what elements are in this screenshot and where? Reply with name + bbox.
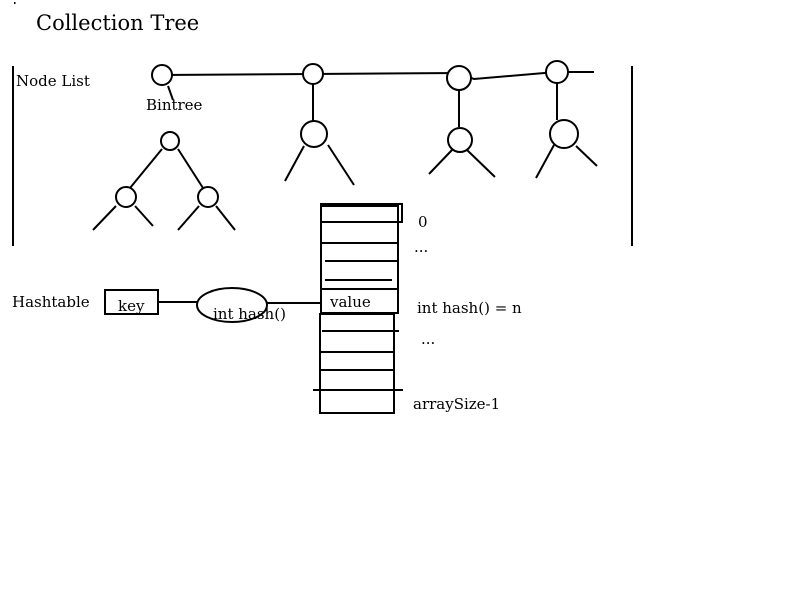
tree-edge xyxy=(575,145,598,167)
bintree-label: Bintree xyxy=(146,96,203,114)
array-ellipsis-bottom: ... xyxy=(421,330,436,348)
node-list-node xyxy=(446,65,472,91)
bintree-leaf-edge xyxy=(92,205,117,231)
tree-node xyxy=(447,127,473,153)
tree-edge xyxy=(428,149,453,175)
hashtable-label: Hashtable xyxy=(12,293,90,311)
tree-edge xyxy=(327,144,355,186)
hash-array-lower xyxy=(319,313,395,414)
node-list-link xyxy=(161,71,594,81)
bintree-child-node xyxy=(115,186,137,208)
tree-edge xyxy=(535,144,555,179)
array-ellipsis-top: ... xyxy=(414,238,429,256)
array-last-index-label: arraySize-1 xyxy=(413,395,501,413)
hash-function-label: int hash() xyxy=(213,305,286,323)
corner-dot xyxy=(14,2,16,4)
node-list-node xyxy=(151,64,173,86)
bintree-leaf-edge xyxy=(177,205,200,231)
bintree-edge-right xyxy=(177,148,204,189)
diagram-title: Collection Tree xyxy=(36,11,200,35)
value-label: value xyxy=(330,293,371,311)
node-list-label: Node List xyxy=(16,72,90,90)
node-list-node xyxy=(302,63,324,85)
bintree-stem xyxy=(167,85,174,101)
tree-edge xyxy=(466,149,496,178)
bintree-leaf-edge xyxy=(215,205,236,231)
hash-index-label: int hash() = n xyxy=(417,299,522,317)
array-index-zero: 0 xyxy=(418,213,428,231)
key-label: key xyxy=(118,297,145,315)
tree-node xyxy=(549,119,579,149)
tree-node xyxy=(300,120,328,148)
bintree-edge-left xyxy=(129,148,163,189)
bintree-leaf-edge xyxy=(134,205,154,227)
hash-function-ellipse xyxy=(196,287,268,323)
tree-edge xyxy=(284,145,305,182)
bintree-root-node xyxy=(160,131,180,151)
node-list-node xyxy=(545,60,569,84)
bintree-child-node xyxy=(197,186,219,208)
hash-array-first-slot xyxy=(320,203,403,223)
